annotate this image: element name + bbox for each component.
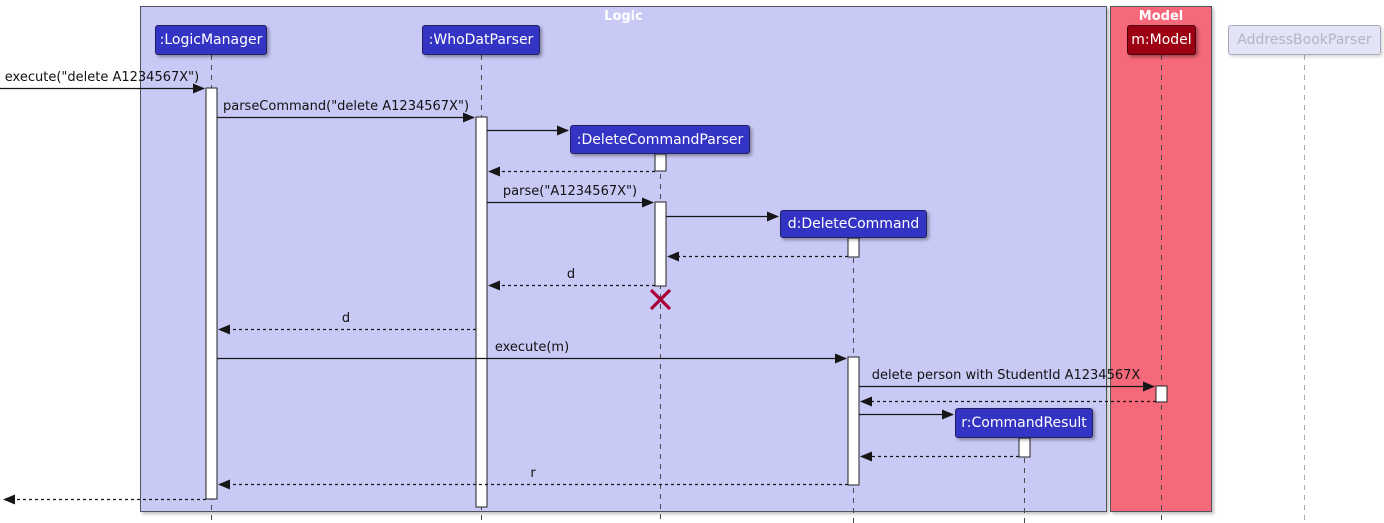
activation-model — [1155, 385, 1168, 403]
message-label-parse-command: parseCommand("delete A1234567X") — [222, 99, 470, 114]
message-label-delete-person: delete person with StudentId A1234567X — [871, 368, 1141, 383]
participant-model[interactable]: m:Model — [1127, 25, 1196, 55]
activations — [205, 87, 1168, 508]
activation-logic-manager — [205, 87, 218, 500]
activation-delete-command-parser-create — [654, 153, 667, 172]
frame-logic: Logic — [140, 6, 1107, 512]
participant-command-result[interactable]: r:CommandResult — [955, 408, 1093, 438]
frame-model-title: Model — [1138, 9, 1184, 24]
activation-whodat-parser — [475, 116, 488, 508]
activation-delete-command-execute — [847, 356, 860, 486]
message-label-parse: parse("A1234567X") — [502, 184, 638, 199]
message-label-execute: execute("delete A1234567X") — [4, 70, 200, 85]
participant-delete-command[interactable]: d:DeleteCommand — [780, 210, 927, 238]
message-label-return-d-parser: d — [566, 267, 576, 282]
activation-command-result — [1018, 437, 1031, 458]
participant-whodat-parser[interactable]: :WhoDatParser — [422, 25, 540, 55]
destroy-x-icon — [649, 288, 672, 311]
message-arrows — [0, 83, 1156, 505]
message-label-return-d-manager: d — [341, 311, 351, 326]
participant-address-book-parser[interactable]: AddressBookParser — [1228, 25, 1381, 55]
participant-logic-manager[interactable]: :LogicManager — [155, 25, 267, 55]
message-label-execute-m: execute(m) — [494, 340, 570, 355]
message-label-return-r: r — [530, 466, 536, 481]
activation-delete-command-parser-parse — [654, 201, 667, 287]
activation-delete-command-create — [847, 237, 860, 258]
participant-delete-command-parser[interactable]: :DeleteCommandParser — [570, 125, 750, 154]
frame-logic-title: Logic — [604, 9, 643, 24]
lifelines — [211, 55, 1305, 523]
